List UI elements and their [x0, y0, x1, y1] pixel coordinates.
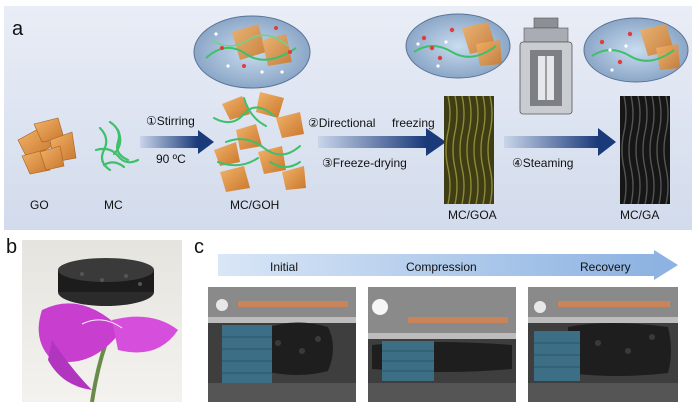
mc-fibers-illustration [94, 120, 140, 172]
flower-photo-graphic [38, 258, 178, 402]
stage-initial: Initial [270, 260, 299, 274]
stage-recovery: Recovery [580, 260, 631, 274]
mc-ga-aerogel-illustration [620, 95, 670, 205]
panel-c-letter: c [194, 236, 204, 258]
mc-goa-label: MC/GOA [448, 208, 497, 222]
mc-goh-label: MC/GOH [230, 198, 280, 212]
photo-compression [368, 287, 516, 402]
mc-goa-aerogel-illustration [444, 95, 494, 205]
stage-compression: Compression [406, 260, 477, 274]
go-label: GO [30, 198, 49, 212]
mc-label: MC [104, 198, 123, 212]
panel-a [4, 6, 692, 230]
panel-a-letter: a [12, 18, 24, 40]
steaming-arrow [504, 128, 616, 156]
mc-goh-illustration [213, 92, 306, 192]
directional-label: ②Directional [308, 116, 376, 130]
temperature-label: 90 ºC [156, 152, 186, 166]
photo-initial-graphic [208, 287, 356, 402]
panel-b-letter: b [6, 236, 18, 258]
photo-recovery [528, 287, 678, 402]
freezing-label: freezing [392, 116, 435, 130]
goa-molecular-bubble [405, 13, 511, 79]
mc-ga-label: MC/GA [620, 208, 660, 222]
flower-photo [22, 240, 182, 402]
freeze-drying-label: ③Freeze-drying [322, 156, 407, 170]
photo-recovery-graphic [528, 287, 678, 402]
stirring-arrow [140, 130, 214, 154]
photo-compression-graphic [368, 287, 516, 402]
panel-a-graphics [17, 13, 689, 205]
freezing-arrow [318, 128, 446, 156]
compression-timeline-arrow [218, 250, 678, 280]
autoclave-illustration [519, 17, 573, 115]
photo-initial [208, 287, 356, 402]
ga-molecular-bubble [583, 17, 689, 83]
steaming-label: ④Steaming [512, 156, 574, 170]
stirring-label: ①Stirring [146, 114, 195, 128]
go-sheets-illustration [17, 117, 77, 175]
goh-molecular-bubble [193, 15, 311, 89]
